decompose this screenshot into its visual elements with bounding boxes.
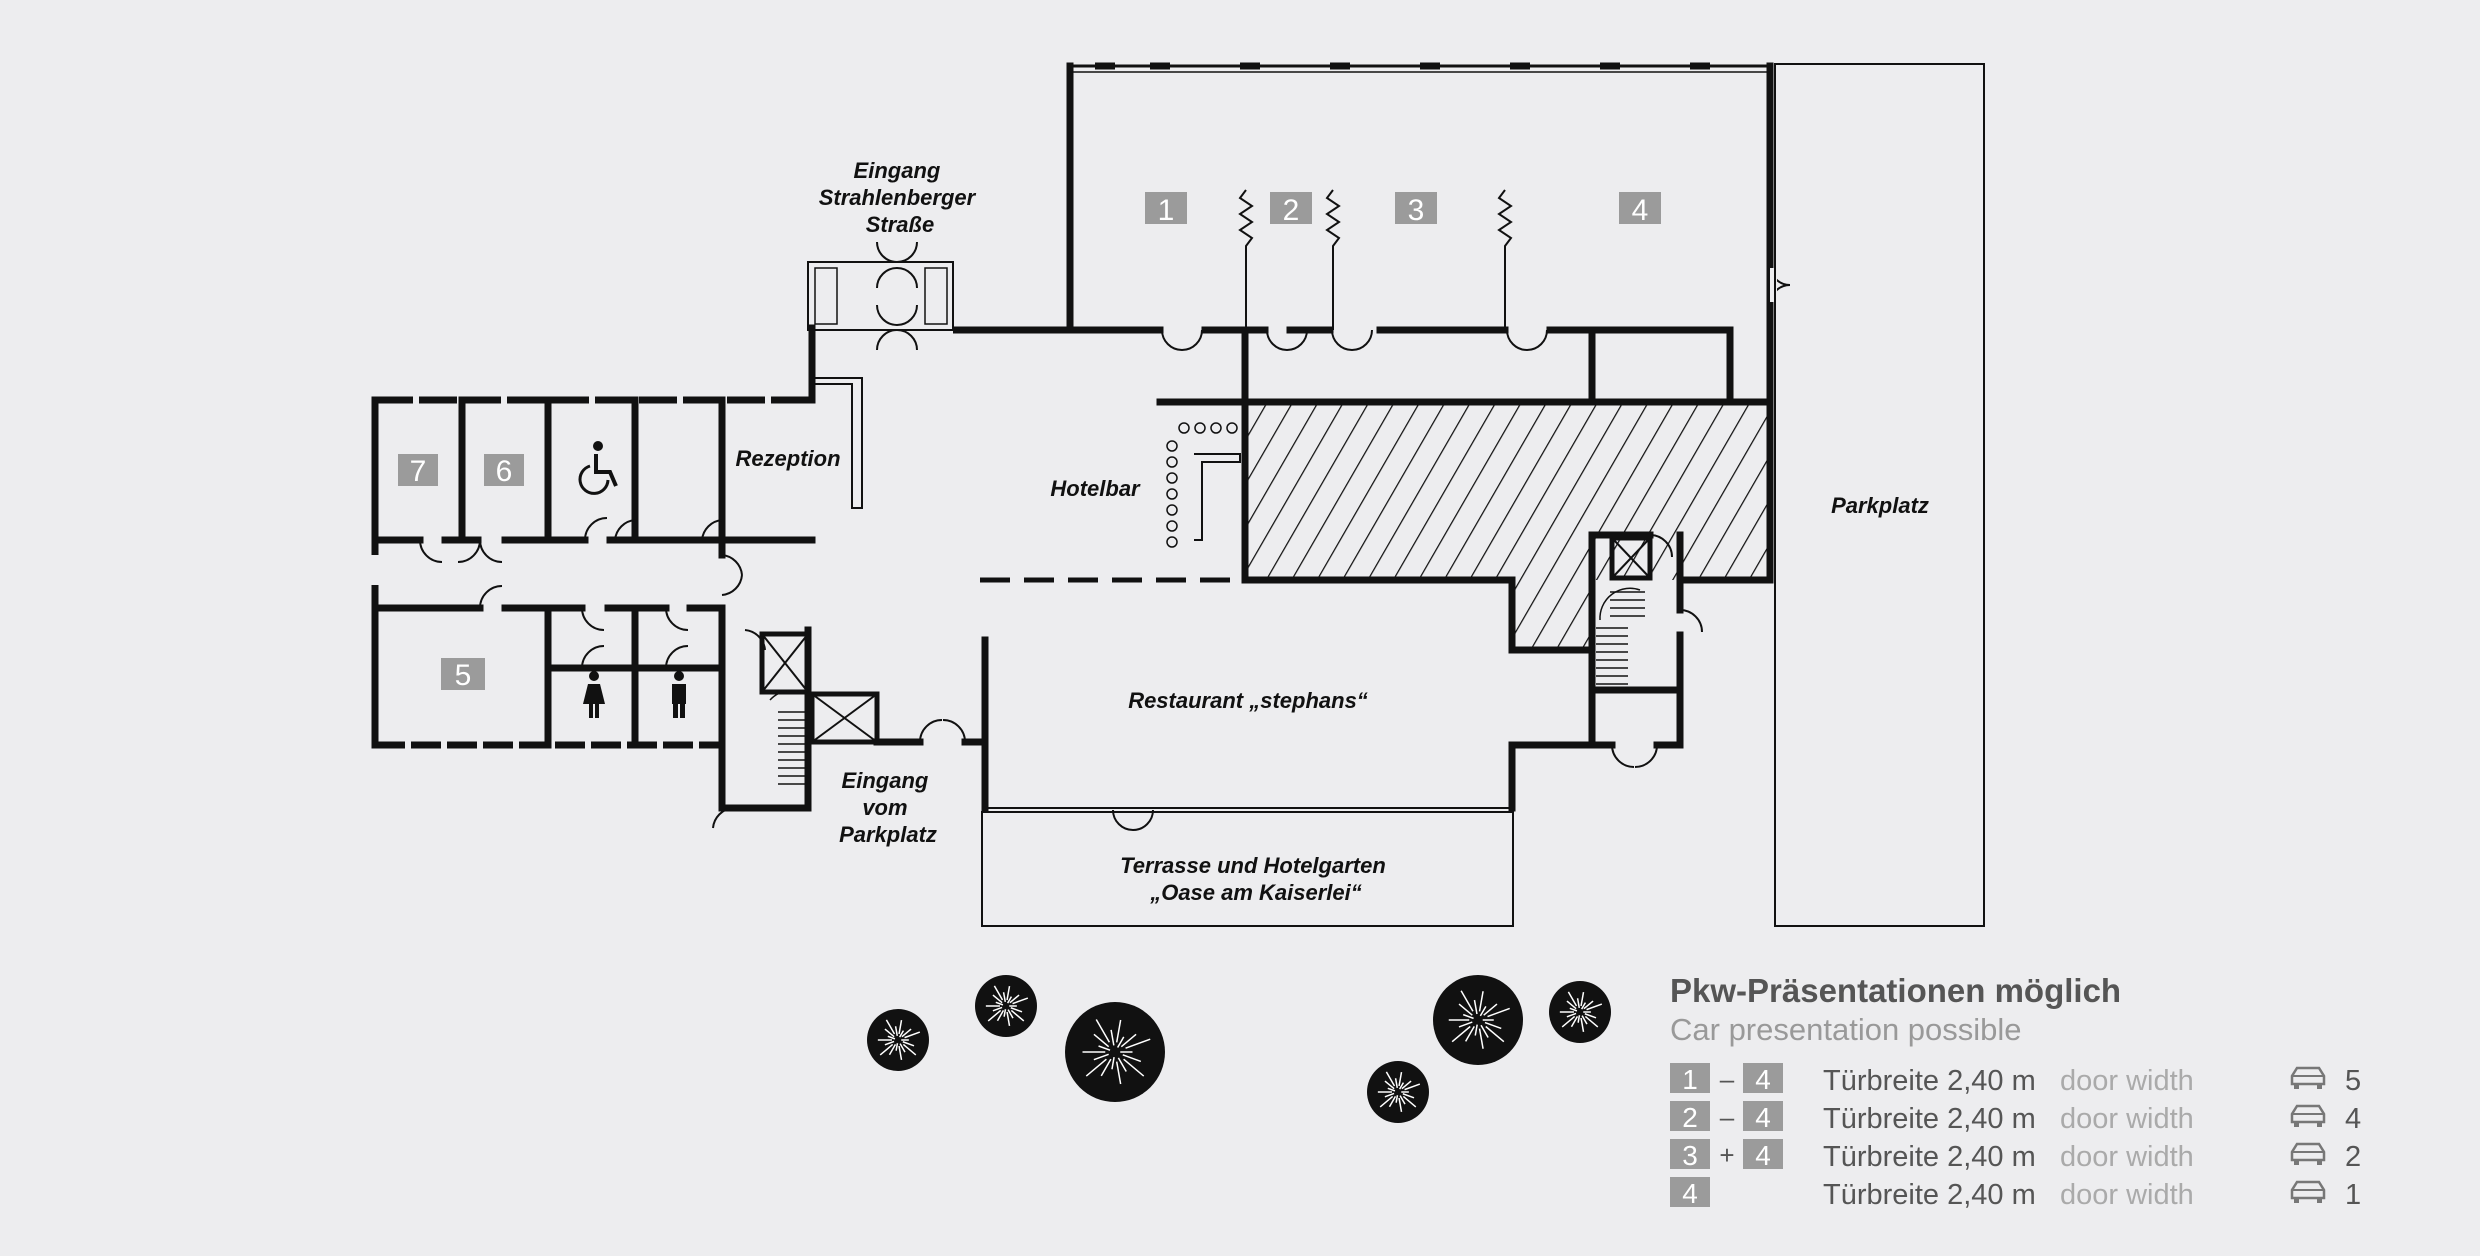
legend-door-width-en: door width bbox=[2060, 1065, 2194, 1097]
legend-title: Pkw-Präsentationen möglich bbox=[1670, 972, 2121, 1009]
legend-door-width-de: Türbreite 2,40 m bbox=[1823, 1179, 2036, 1211]
reception: Rezeption bbox=[735, 377, 863, 509]
legend-car-count: 2 bbox=[2345, 1141, 2361, 1173]
entrance-parking-label: Eingang vom Parkplatz bbox=[839, 768, 937, 847]
men-toilet-icon bbox=[672, 671, 686, 718]
women-toilet-icon bbox=[583, 671, 605, 718]
legend-row: 3 +4 Türbreite 2,40 m door width 2 bbox=[1670, 1139, 2361, 1173]
legend-room-box: 4 bbox=[1743, 1101, 1783, 1133]
legend-door-width-de: Türbreite 2,40 m bbox=[1823, 1103, 2036, 1135]
left-wing: 7 6 5 bbox=[371, 396, 816, 812]
legend-operator: – bbox=[1720, 1064, 1735, 1094]
legend-room-from: 1 bbox=[1682, 1064, 1698, 1095]
legend-room-to: 4 bbox=[1755, 1140, 1771, 1171]
restaurant-label: Restaurant „stephans“ bbox=[1128, 688, 1368, 713]
hatched-area bbox=[1241, 398, 1774, 654]
car-icon bbox=[2290, 1066, 2326, 1089]
tree-icon bbox=[1367, 1061, 1429, 1123]
conference-rooms: 1 2 3 4 bbox=[976, 62, 1791, 584]
legend-room-from: 4 bbox=[1682, 1178, 1698, 1209]
svg-text:5: 5 bbox=[455, 659, 472, 692]
wheelchair-icon bbox=[578, 441, 618, 495]
legend-room-box: 1 bbox=[1670, 1063, 1710, 1095]
room-number-3: 3 bbox=[1395, 192, 1437, 227]
terrace-label: Terrasse und Hotelgarten „Oase am Kaiser… bbox=[1120, 853, 1392, 905]
tree-icon bbox=[867, 1009, 929, 1071]
legend-door-width-en: door width bbox=[2060, 1103, 2194, 1135]
svg-text:6: 6 bbox=[496, 455, 513, 488]
svg-text:3: 3 bbox=[1408, 194, 1425, 227]
parking-area: Parkplatz bbox=[1774, 63, 1985, 927]
legend-door-width-en: door width bbox=[2060, 1141, 2194, 1173]
room-number-1: 1 bbox=[1145, 192, 1187, 227]
room-number-6: 6 bbox=[484, 454, 524, 488]
car-icon bbox=[2290, 1104, 2326, 1127]
legend-room-from: 3 bbox=[1682, 1140, 1698, 1171]
terrace: Terrasse und Hotelgarten „Oase am Kaiser… bbox=[981, 811, 1514, 927]
tree-icon bbox=[1065, 1002, 1165, 1102]
legend-door-width-en: door width bbox=[2060, 1179, 2194, 1211]
elevator-icon bbox=[1609, 535, 1653, 581]
legend: Pkw-Präsentationen möglich Car presentat… bbox=[1670, 972, 2361, 1211]
restaurant: Restaurant „stephans“ bbox=[981, 636, 1596, 831]
car-icon bbox=[2290, 1142, 2326, 1165]
legend-room-box: 3 bbox=[1670, 1139, 1710, 1171]
room-number-2: 2 bbox=[1270, 192, 1312, 227]
legend-room-from: 2 bbox=[1682, 1102, 1698, 1133]
tree-icon bbox=[1549, 981, 1611, 1043]
tree-icon bbox=[1433, 975, 1523, 1065]
legend-car-count: 5 bbox=[2345, 1065, 2361, 1097]
reception-label: Rezeption bbox=[735, 446, 840, 471]
main-entrance: Eingang Strahlenberger Straße bbox=[807, 158, 982, 404]
stairs-icon bbox=[769, 689, 809, 785]
legend-door-width-de: Türbreite 2,40 m bbox=[1823, 1065, 2036, 1097]
entrance-street-label: Eingang Strahlenberger Straße bbox=[819, 158, 982, 237]
svg-text:1: 1 bbox=[1158, 194, 1175, 227]
legend-door-width-de: Türbreite 2,40 m bbox=[1823, 1141, 2036, 1173]
svg-text:7: 7 bbox=[410, 455, 427, 488]
stairwell-parking: Eingang vom Parkplatz bbox=[712, 626, 989, 847]
hotelbar-label: Hotelbar bbox=[1050, 476, 1141, 501]
hotelbar: Hotelbar bbox=[980, 398, 1249, 583]
svg-text:2: 2 bbox=[1283, 194, 1300, 227]
tree-icon bbox=[975, 975, 1037, 1037]
legend-subtitle: Car presentation possible bbox=[1670, 1012, 2022, 1047]
legend-row: 1–4 Türbreite 2,40 m door width 5 bbox=[1670, 1063, 2361, 1097]
legend-room-to: 4 bbox=[1755, 1064, 1771, 1095]
parking-label: Parkplatz bbox=[1831, 493, 1929, 518]
legend-car-count: 4 bbox=[2345, 1103, 2361, 1135]
legend-car-count: 1 bbox=[2345, 1179, 2361, 1211]
legend-room-box: 4 bbox=[1743, 1063, 1783, 1095]
car-icon bbox=[2290, 1180, 2326, 1203]
legend-room-box: 2 bbox=[1670, 1101, 1710, 1133]
room-number-4: 4 bbox=[1619, 192, 1661, 227]
stairs-icon bbox=[1596, 587, 1645, 685]
legend-room-to: 4 bbox=[1755, 1102, 1771, 1133]
room-number-5: 5 bbox=[441, 658, 485, 692]
room-number-7: 7 bbox=[398, 454, 438, 488]
legend-room-box: 4 bbox=[1743, 1139, 1783, 1171]
legend-room-box: 4 bbox=[1670, 1177, 1710, 1209]
legend-operator: + bbox=[1719, 1140, 1734, 1170]
legend-row: 4 Türbreite 2,40 m door width 1 bbox=[1670, 1177, 2361, 1211]
svg-text:4: 4 bbox=[1632, 194, 1649, 227]
elevator-icon bbox=[809, 691, 880, 745]
trees bbox=[867, 975, 1611, 1123]
legend-operator: – bbox=[1720, 1102, 1735, 1132]
